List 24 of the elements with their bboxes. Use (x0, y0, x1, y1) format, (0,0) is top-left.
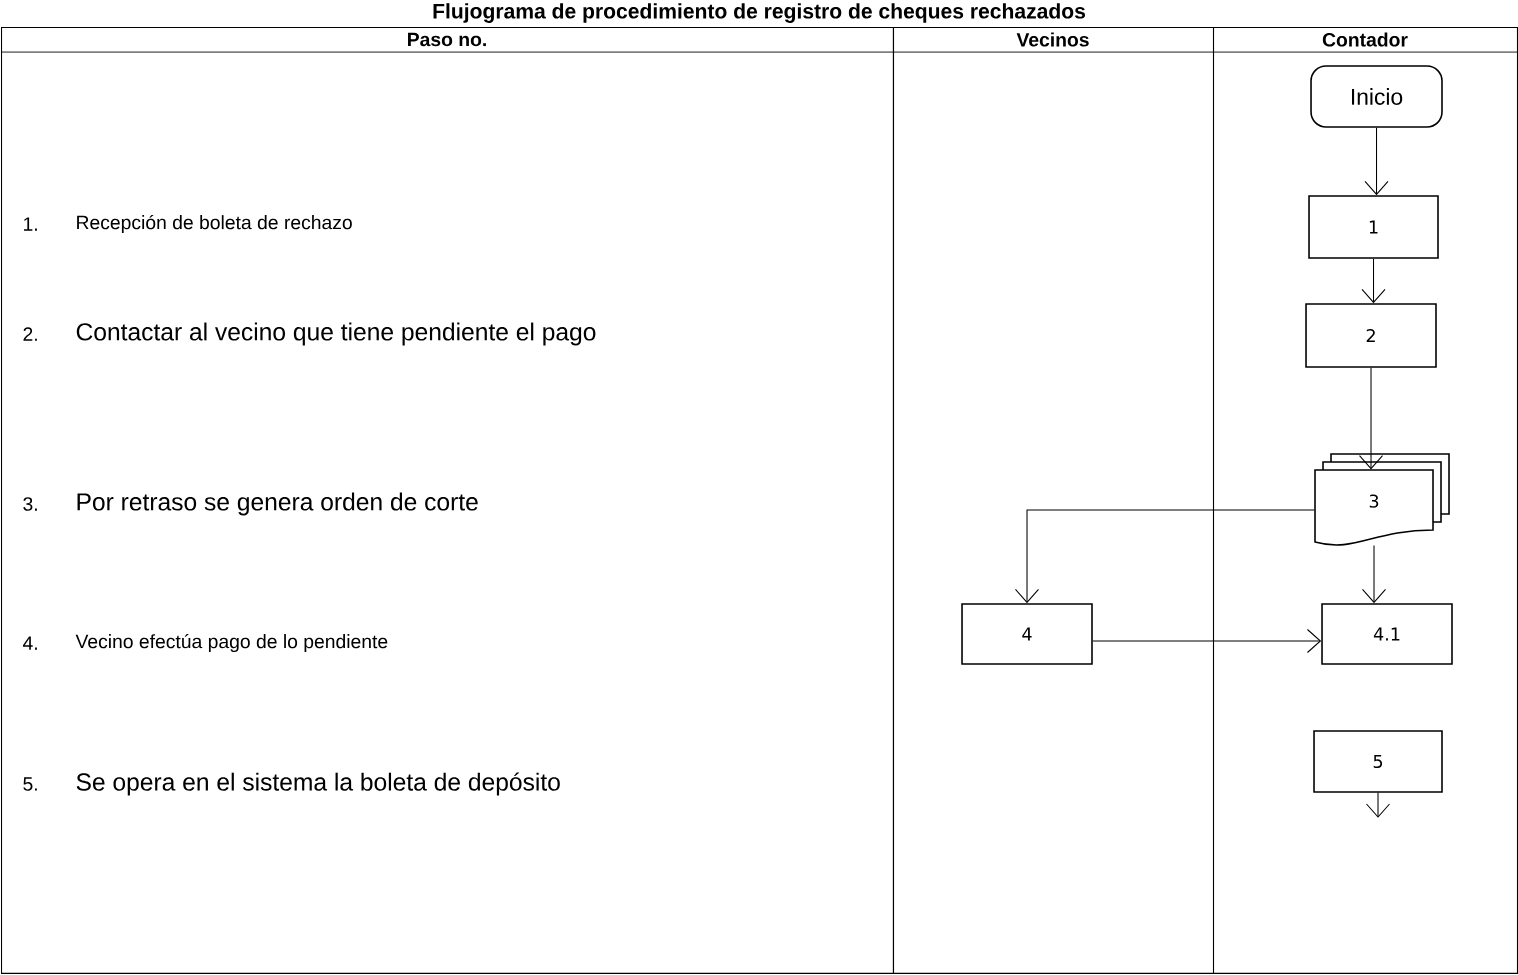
step-description: Por retraso se genera orden de corte (77, 492, 478, 516)
arrow (1092, 629, 1322, 654)
step-number: 5. (23, 777, 37, 791)
arrow (1015, 509, 1316, 604)
step-description: Contactar al vecino que tiene pendiente el pago (76, 322, 596, 346)
start-terminal: Inicio (1310, 65, 1443, 128)
step-number: 2. (23, 327, 37, 341)
arrow (1364, 127, 1389, 196)
arrow (1362, 545, 1387, 604)
process-box: 4 (961, 603, 1093, 665)
step-number: 4. (22, 636, 37, 650)
process-box: 4.1 (1321, 603, 1453, 665)
step-description: Se opera en el sistema la boleta de depósito (76, 772, 560, 796)
arrow (1366, 792, 1391, 818)
arrow (1359, 367, 1384, 470)
title: Flujograma de procedimiento de registro de cheques rechazados (433, 3, 1085, 23)
arrow (1361, 258, 1386, 304)
step-description: Recepción de boleta de rechazo (77, 214, 352, 234)
step-number: 1. (24, 217, 37, 231)
step-number: 3. (23, 497, 37, 511)
process-box: 5 (1313, 730, 1443, 793)
process-box: 2 (1305, 303, 1437, 368)
process-box: 1 (1308, 195, 1439, 259)
step-description: Vecino efectúa pago de lo pendiente (75, 633, 388, 653)
